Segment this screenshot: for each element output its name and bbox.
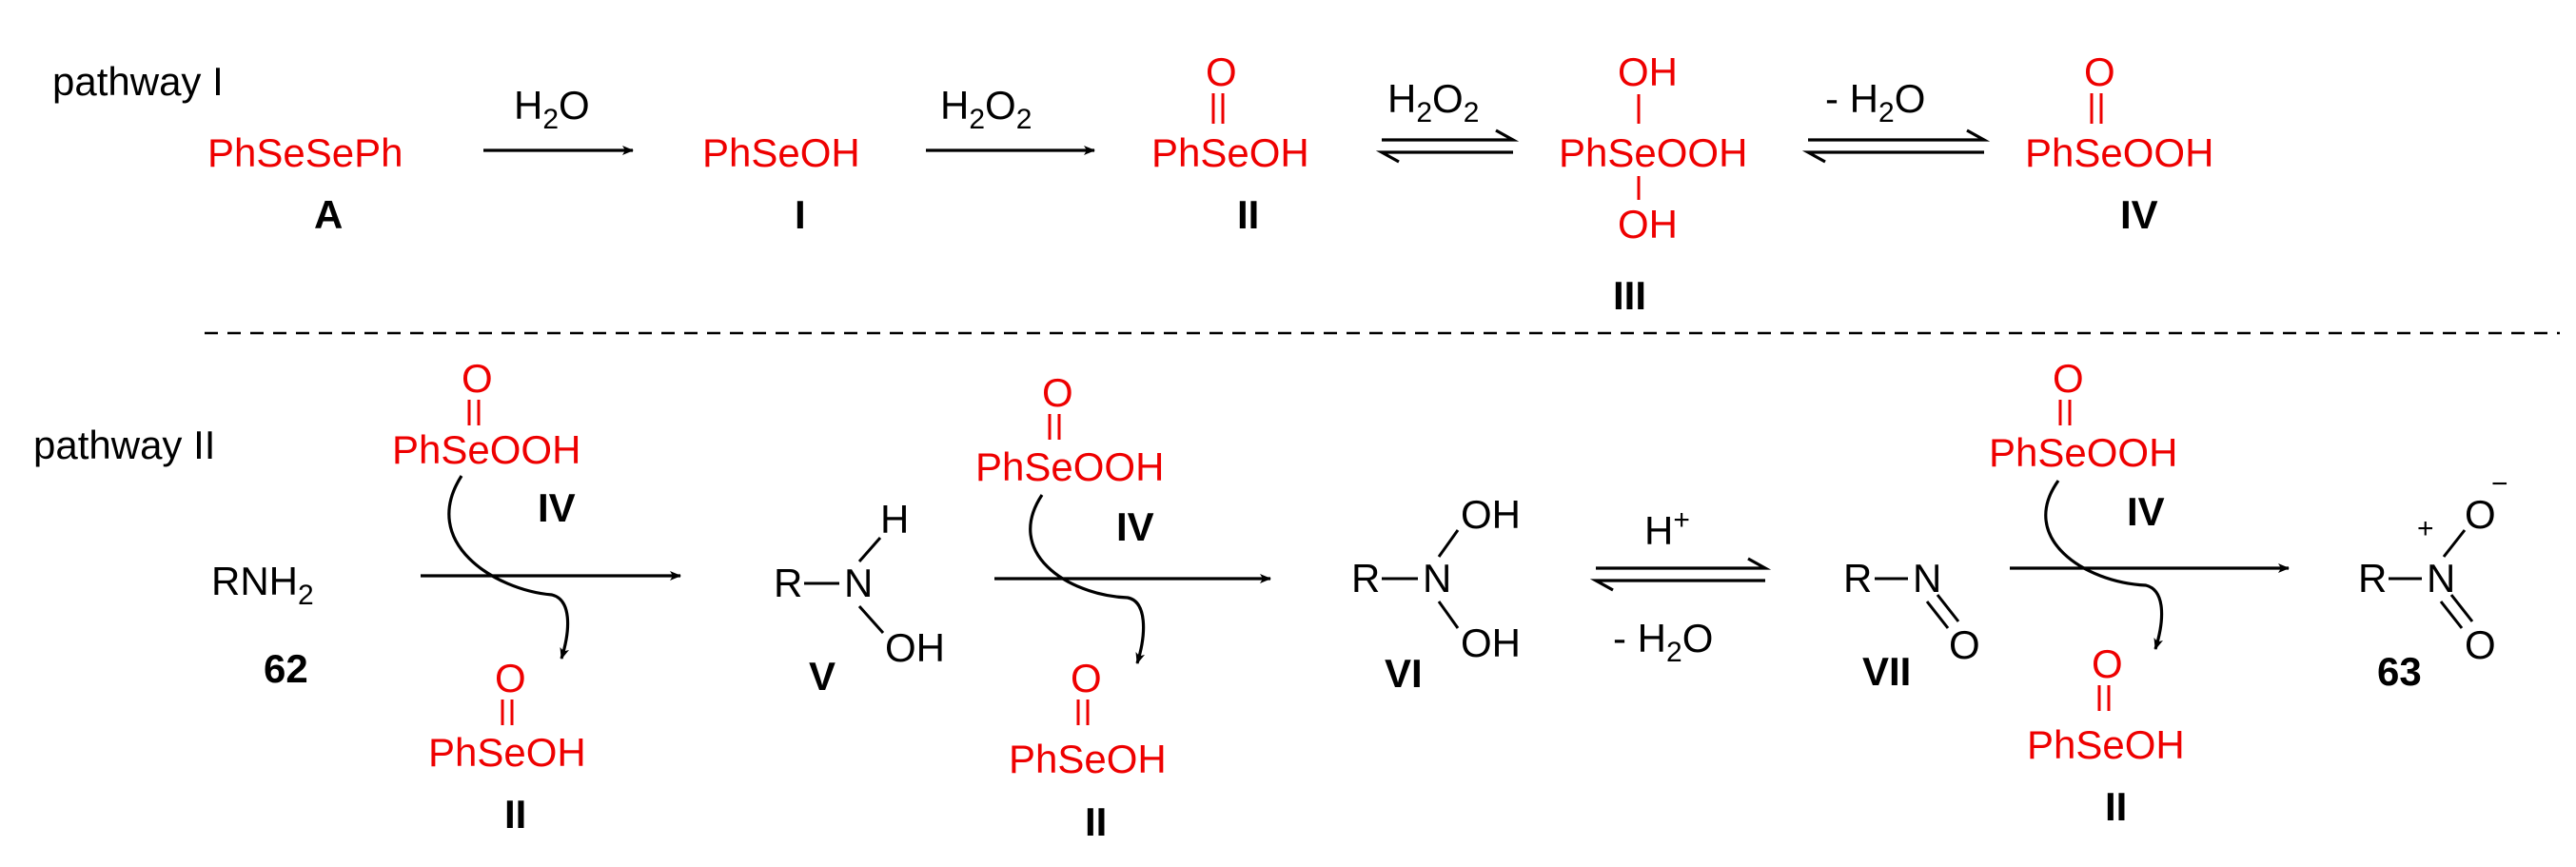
equilibrium-reverse-2: [1801, 150, 1984, 164]
byproduct-1-id: II: [504, 792, 526, 837]
bond: [857, 537, 882, 562]
bond: [857, 605, 885, 634]
reagent-water-1: H2O: [514, 83, 590, 135]
VII-R: R: [1843, 556, 1872, 601]
byproduct-3-id: II: [2105, 784, 2127, 829]
compound-A-id: A: [314, 192, 343, 237]
V-N: N: [844, 561, 873, 605]
V-H: H: [880, 497, 909, 542]
reagent-peroxide-2: H2O2: [1387, 76, 1479, 128]
equilibrium-forward-2: [1808, 128, 1991, 142]
product-N: N: [2427, 556, 2455, 601]
compound-I-id: I: [795, 192, 806, 237]
amine-id: 62: [264, 646, 308, 691]
byproduct-3-oxo: O: [2092, 641, 2123, 686]
product-O-top: O: [2465, 492, 2496, 537]
compound-III-oh-bottom: OH: [1618, 202, 1678, 246]
amine-formula: RNH2: [211, 559, 314, 611]
double-bond: [2449, 594, 2474, 622]
compound-II-oxo: O: [1206, 49, 1237, 94]
reagent-peroxide-1: H2O2: [940, 83, 1032, 135]
byproduct-3-formula: PhSeOH: [2027, 722, 2185, 767]
equilibrium-forward: [1382, 128, 1520, 142]
compound-VI-id: VI: [1385, 651, 1423, 696]
compound-IV-formula: PhSeOOH: [2025, 130, 2213, 175]
byproduct-1-oxo: O: [495, 656, 526, 700]
oxidant-2-formula: PhSeOOH: [975, 444, 1164, 489]
pathway-1-label: pathway I: [52, 59, 224, 104]
product-O-bottom: O: [2465, 622, 2496, 667]
product-minus-charge: −: [2491, 468, 2508, 500]
VI-OH-top: OH: [1461, 492, 1521, 537]
V-OH: OH: [885, 625, 945, 670]
compound-I-formula: PhSeOH: [702, 130, 860, 175]
VI-R: R: [1351, 556, 1380, 601]
double-bond: [1925, 601, 1950, 629]
oxidant-2-id: IV: [1116, 504, 1154, 549]
bond: [1437, 529, 1460, 558]
VII-N: N: [1913, 556, 1941, 601]
reagent-minus-water-1: - H2O: [1825, 76, 1925, 128]
oxidant-3-oxo: O: [2053, 356, 2084, 401]
double-bond: [2439, 601, 2464, 629]
reagent-minus-water-2: - H2O: [1613, 616, 1713, 668]
VII-O: O: [1949, 622, 1980, 667]
pathway-2-label: pathway II: [33, 423, 215, 467]
V-R: R: [774, 561, 802, 605]
oxidant-1-formula: PhSeOOH: [392, 427, 580, 472]
oxidant-1-id: IV: [538, 485, 576, 530]
compound-III-id: III: [1613, 273, 1646, 318]
compound-II-formula: PhSeOH: [1151, 130, 1309, 175]
oxidant-2-oxo: O: [1042, 370, 1073, 415]
byproduct-2-formula: PhSeOH: [1009, 737, 1167, 781]
VI-N: N: [1423, 556, 1451, 601]
compound-A-formula: PhSeSePh: [207, 130, 403, 175]
oxidant-3-formula: PhSeOOH: [1989, 430, 2177, 475]
compound-III-oh-top: OH: [1618, 49, 1678, 94]
oxidant-1-oxo: O: [462, 356, 493, 401]
compound-IV-id: IV: [2120, 192, 2158, 237]
double-bond: [1936, 594, 1960, 622]
bond: [2442, 529, 2467, 558]
compound-III-formula: PhSeOOH: [1559, 130, 1747, 175]
curved-arrow-2: [1029, 494, 1146, 664]
pathway-1: pathway I PhSeSePh A H2O PhSeOH I H2O2 O…: [52, 49, 2213, 318]
equilibrium-reverse: [1375, 150, 1513, 164]
oxidant-3-id: IV: [2127, 489, 2165, 534]
VI-OH-bottom: OH: [1461, 621, 1521, 665]
product-plus-charge: +: [2417, 513, 2434, 544]
byproduct-1-formula: PhSeOH: [428, 730, 586, 775]
product-R: R: [2358, 556, 2387, 601]
bond: [1437, 601, 1460, 629]
compound-II-id: II: [1237, 192, 1259, 237]
compound-63-id: 63: [2377, 649, 2422, 694]
pathway-2: pathway II RNH2 62 O PhSeOOH IV O PhSeOH…: [33, 356, 2508, 844]
compound-IV-oxo: O: [2084, 49, 2115, 94]
equilibrium-forward-3: [1596, 557, 1772, 570]
curved-arrow-1: [447, 475, 570, 660]
reagent-proton: H+: [1644, 504, 1690, 553]
compound-V-id: V: [809, 654, 836, 699]
byproduct-2-id: II: [1085, 799, 1107, 844]
equilibrium-reverse-3: [1589, 579, 1765, 592]
curved-arrow-3: [2044, 480, 2164, 650]
compound-VII-id: VII: [1862, 649, 1911, 694]
byproduct-2-oxo: O: [1071, 656, 1102, 700]
